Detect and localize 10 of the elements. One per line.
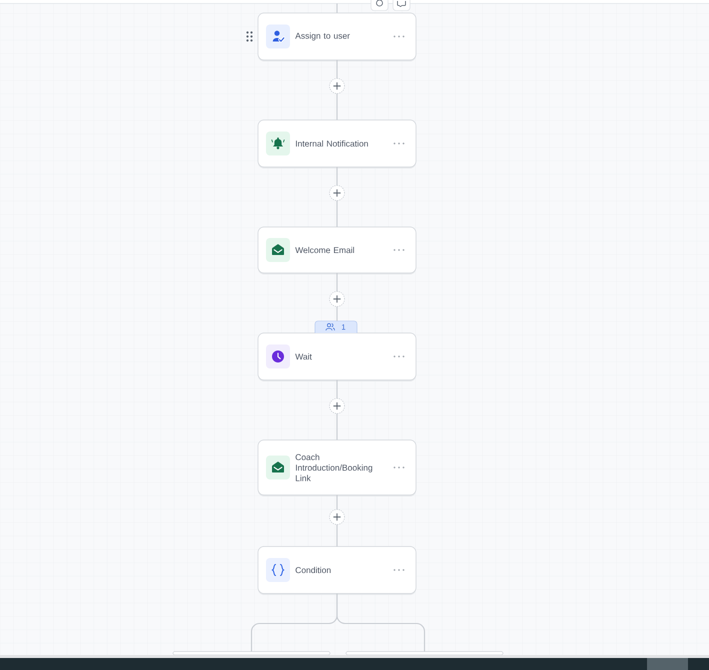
step-card xyxy=(172,651,330,656)
step-card: Internal Notification xyxy=(258,120,416,168)
step-card: Condition xyxy=(258,546,416,595)
connector-line xyxy=(336,4,338,13)
step-card: Coach Introduction/Booking Link xyxy=(258,440,416,496)
step-card: Welcome Email xyxy=(258,226,416,274)
step-card: Assign to user xyxy=(258,12,416,62)
step-card xyxy=(346,651,504,656)
connector-line xyxy=(336,594,426,652)
step-card: Wait xyxy=(258,332,416,382)
